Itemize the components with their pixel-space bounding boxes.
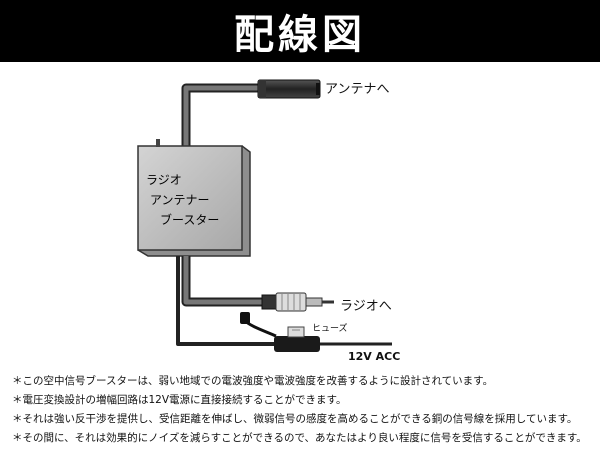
radio-plug-icon bbox=[261, 292, 334, 312]
antenna-cable bbox=[181, 83, 262, 148]
fuse-label: ヒューズ bbox=[312, 324, 348, 334]
note-item: ＊電圧変換設計の増幅回路は12V電源に直接接続することができます。 bbox=[12, 394, 347, 406]
wiring-diagram bbox=[137, 79, 392, 352]
booster-box-label: ラジオ アンテナー ブースター bbox=[146, 170, 226, 230]
note-item: ＊この空中信号ブースターは、弱い地域での電波強度や電波強度を改善するように設計さ… bbox=[12, 375, 494, 387]
radio-label: ラジオへ bbox=[340, 299, 392, 314]
note-item: ＊その間に、それは効果的にノイズを減らすことができるので、あなたはより良い程度に… bbox=[12, 432, 587, 444]
booster-box bbox=[137, 139, 251, 257]
box-line-3: ブースター bbox=[160, 213, 220, 227]
antenna-label: アンテナへ bbox=[325, 82, 390, 97]
radio-cable bbox=[181, 256, 266, 307]
box-line-1: ラジオ bbox=[146, 173, 182, 187]
antenna-plug-icon bbox=[257, 79, 321, 99]
note-item: ＊それは強い反干渉を提供し、受信距離を伸ばし、微弱信号の感度を高めることができる… bbox=[12, 413, 578, 425]
notes-list: ＊この空中信号ブースターは、弱い地域での電波強度や電波強度を改善するように設計さ… bbox=[12, 372, 598, 448]
header-banner: 配線図 bbox=[0, 0, 600, 62]
power-cable bbox=[176, 256, 392, 346]
box-line-2: アンテナー bbox=[150, 193, 210, 207]
power-label: 12V ACC bbox=[348, 350, 401, 363]
page-title: 配線図 bbox=[234, 12, 366, 58]
fuse-holder-icon bbox=[240, 312, 320, 352]
